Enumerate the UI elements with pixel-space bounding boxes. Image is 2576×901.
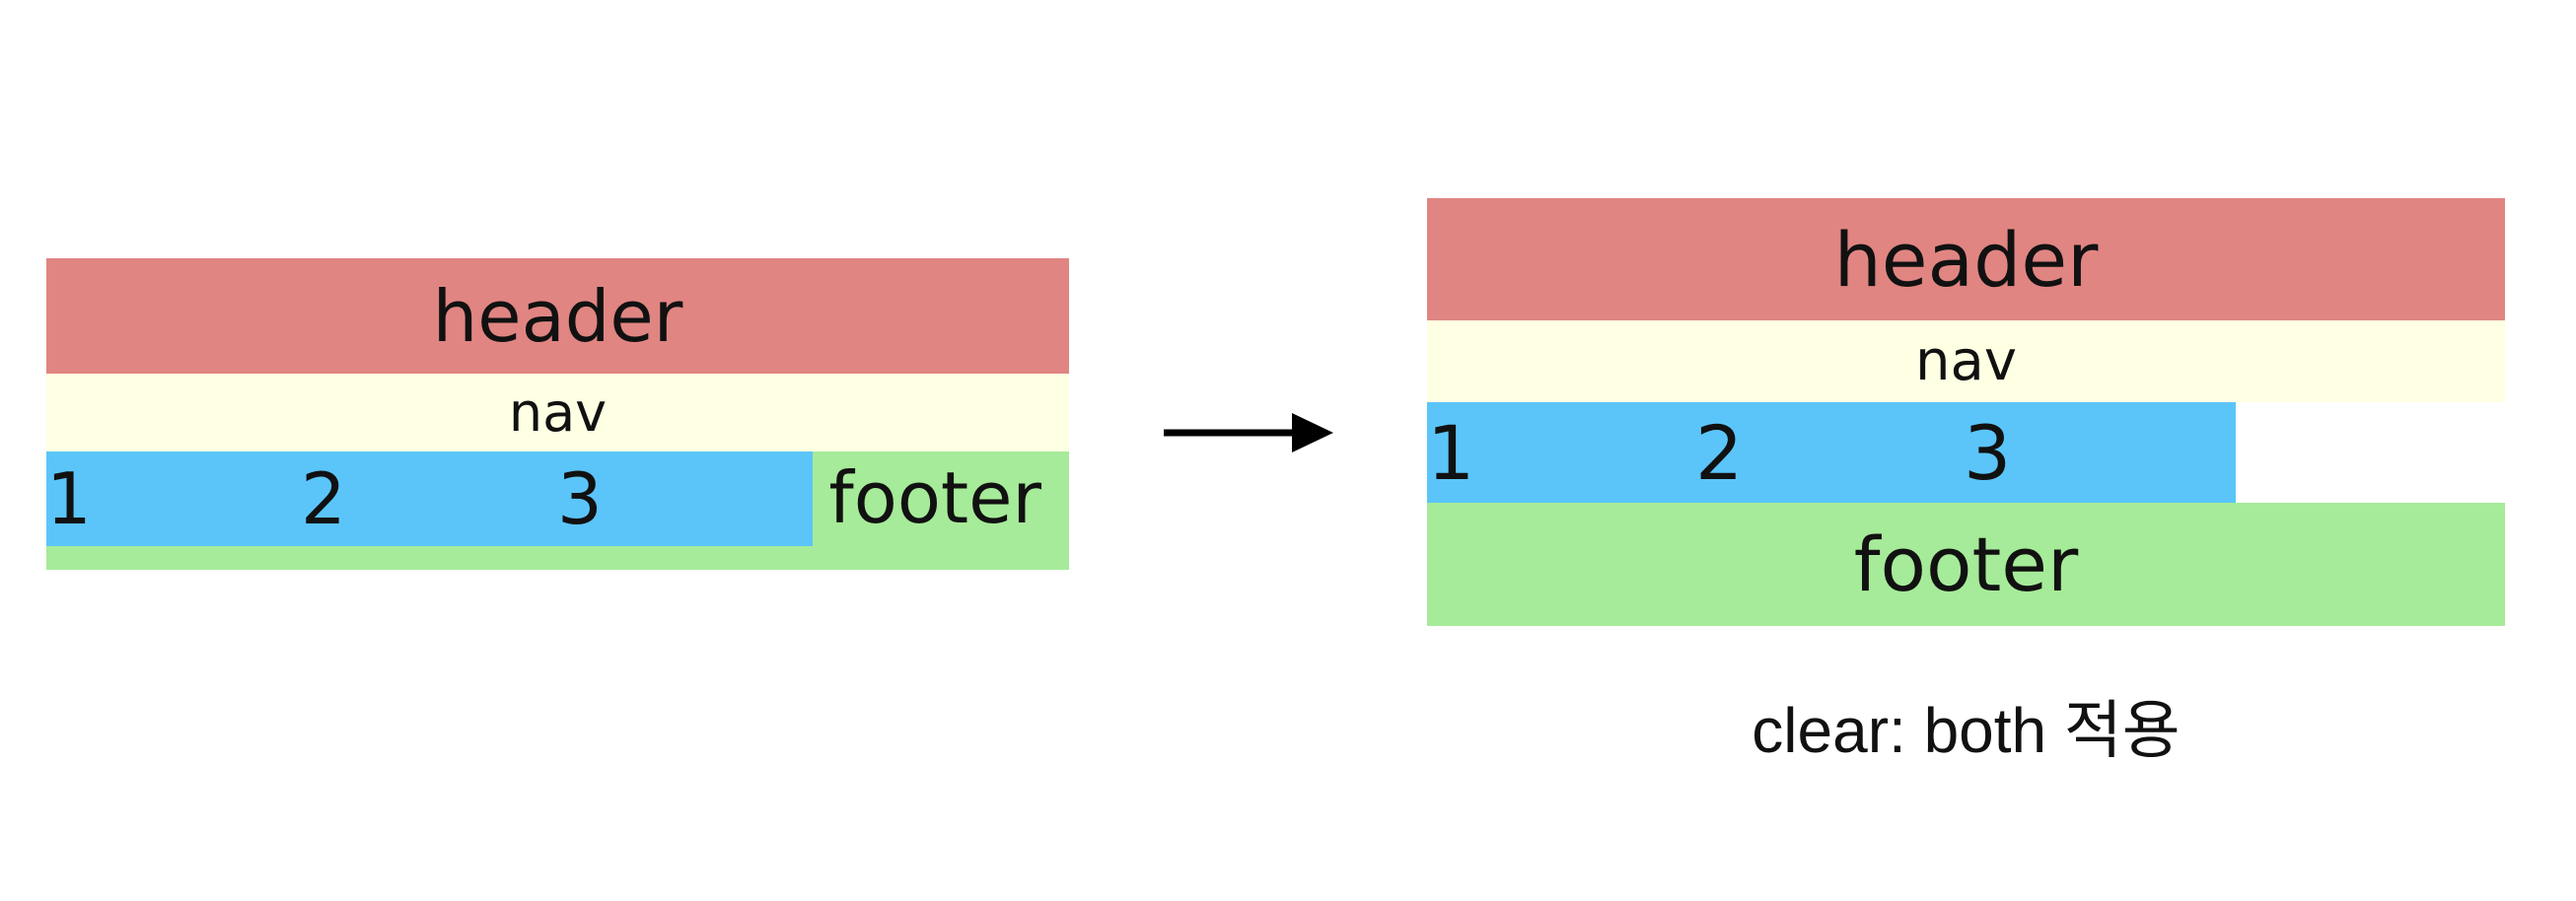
- before-header: header: [46, 258, 1069, 374]
- after-header: header: [1427, 198, 2505, 320]
- before-header-label: header: [432, 274, 683, 358]
- before-nav-label: nav: [508, 381, 608, 444]
- after-footer: footer: [1427, 503, 2505, 626]
- after-float-3: 3: [1964, 409, 2012, 497]
- after-float-1: 1: [1427, 409, 1475, 497]
- before-float-2: 2: [301, 457, 346, 540]
- before-nav: nav: [46, 374, 1069, 451]
- right-arrow-icon: [1164, 413, 1333, 452]
- before-float-3: 3: [557, 457, 603, 540]
- before-floats: 1 2 3: [46, 451, 813, 546]
- after-header-label: header: [1833, 215, 2099, 304]
- after-floats: 1 2 3: [1427, 402, 2236, 503]
- after-nav: nav: [1427, 320, 2505, 402]
- after-footer-label: footer: [1853, 520, 2079, 608]
- after-float-2: 2: [1695, 409, 1744, 497]
- after-layout: header nav 1 2 3 footer: [1427, 198, 2505, 626]
- before-footer-label: footer: [828, 456, 1041, 539]
- after-caption: clear: both 적용: [1752, 695, 2181, 766]
- before-float-1: 1: [46, 457, 92, 540]
- after-nav-label: nav: [1915, 329, 2017, 393]
- before-layout: footer header nav 1 2 3: [46, 258, 1069, 570]
